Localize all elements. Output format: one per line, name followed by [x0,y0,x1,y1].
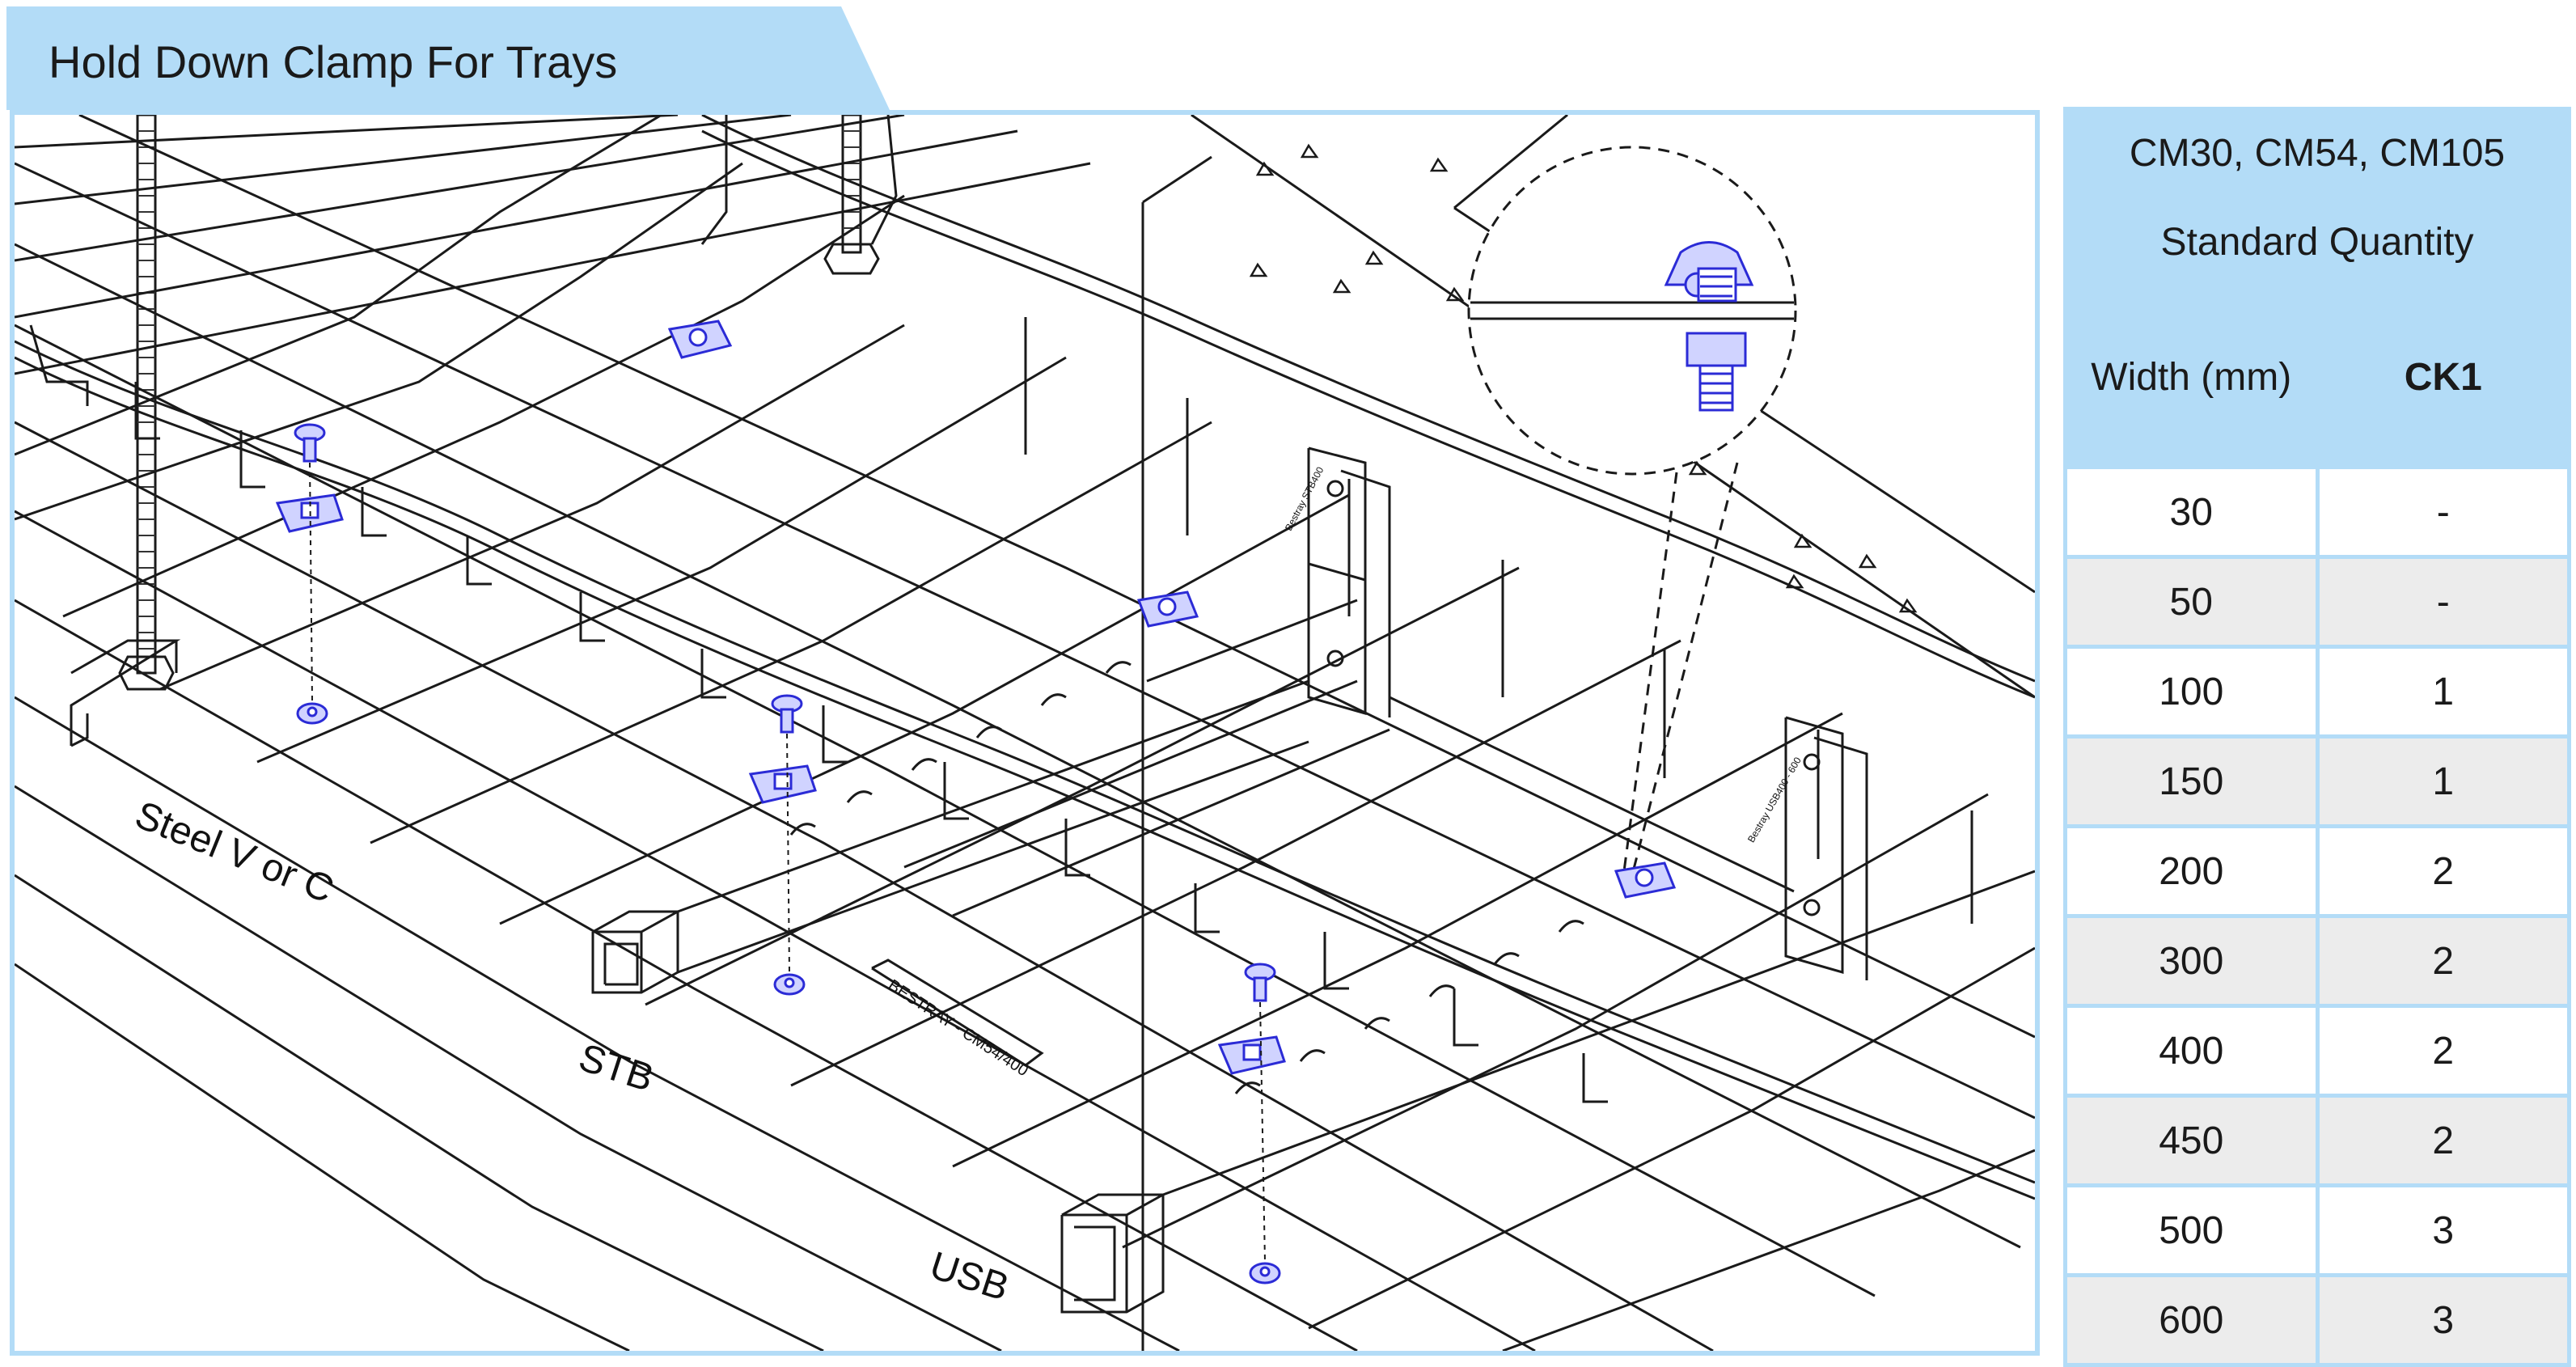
table-models: CM30, CM54, CM105 [2063,107,2571,200]
rod-nut-2 [823,243,880,275]
slotted-plate [789,661,1584,1094]
clamp-3 [1136,590,1199,628]
cell-qty: - [2315,555,2571,649]
table-models-row: CM30, CM54, CM105 [2063,107,2571,200]
table-header-row: Width (mm) CK1 [2063,285,2571,469]
nut-2 [773,973,806,996]
title-tab: Hold Down Clamp For Trays [6,6,890,110]
cell-qty: 3 [2315,1273,2571,1367]
tray-top-edges [15,115,2035,1200]
usb-channel [1060,870,2035,1314]
tray-side-frames [29,115,1973,1103]
col-header-ck1: CK1 [2315,285,2571,469]
table-row: 450 2 [2063,1094,2571,1187]
cell-width: 100 [2063,645,2320,739]
cell-qty: 1 [2315,645,2571,739]
cell-qty: - [2315,465,2571,559]
title-tab-shape [6,6,890,110]
table-row: 50 - [2063,555,2571,649]
threaded-rods [136,115,862,675]
bolt-1 [294,423,326,463]
stb-tube [591,679,1309,994]
bolt-3 [1244,963,1276,1002]
cell-qty: 2 [2315,914,2571,1008]
table-row: 600 3 [2063,1273,2571,1367]
rod-nut-1 [118,655,175,691]
installation-drawing: Steel V or C STB USB BESTRAY - CM54/400 … [10,110,2040,1356]
table-row: 150 1 [2063,734,2571,828]
bolt-2 [771,694,803,734]
cell-width: 300 [2063,914,2320,1008]
cell-qty: 1 [2315,734,2571,828]
cell-width: 450 [2063,1094,2320,1187]
cell-width: 50 [2063,555,2320,649]
cell-qty: 2 [2315,1004,2571,1098]
table-row: 100 1 [2063,645,2571,739]
callout-leader-2 [1631,462,1739,876]
cell-width: 600 [2063,1273,2320,1367]
table-row: 500 3 [2063,1183,2571,1277]
table-row: 300 2 [2063,914,2571,1008]
wire-tray-illustration [15,115,2035,1351]
page-title: Hold Down Clamp For Trays [49,36,618,87]
tray-cross-wires [15,115,2035,1351]
cell-width: 500 [2063,1183,2320,1277]
quantity-table: CM30, CM54, CM105 Standard Quantity Widt… [2063,107,2571,1367]
table-subtitle-row: Standard Quantity [2063,196,2571,289]
table-row: 30 - [2063,465,2571,559]
wall-brackets [1146,446,1868,980]
table-subtitle: Standard Quantity [2063,196,2571,289]
cell-width: 200 [2063,824,2320,918]
table-row: 200 2 [2063,824,2571,918]
clamp-4 [748,764,817,804]
tray-label-strip [871,959,1044,1067]
assembly-lines [309,462,1266,1263]
clamp-5 [1614,861,1677,899]
cell-width: 150 [2063,734,2320,828]
cell-qty: 2 [2315,824,2571,918]
clamp-parts [275,241,1754,1284]
cell-width: 400 [2063,1004,2320,1098]
cell-width: 30 [2063,465,2320,559]
clamp-1 [667,320,733,359]
col-header-width: Width (mm) [2063,285,2320,469]
steel-channel [70,639,181,747]
table-row: 400 2 [2063,1004,2571,1098]
nut-1 [296,702,328,725]
cell-qty: 3 [2315,1183,2571,1277]
cell-qty: 2 [2315,1094,2571,1187]
callout-leader-1 [1622,472,1678,872]
detail-callout-circle [1467,146,1797,476]
clamp-6 [1217,1035,1286,1075]
nut-3 [1249,1262,1281,1284]
